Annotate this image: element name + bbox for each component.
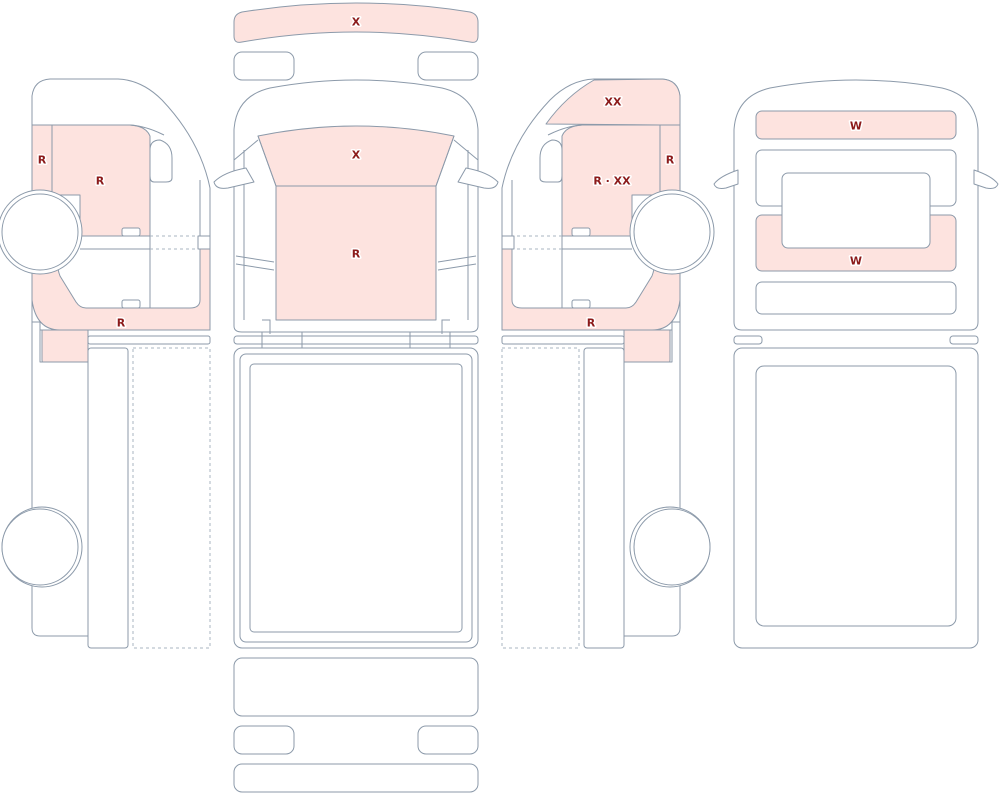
left-rear-wheel[interactable] bbox=[1, 508, 79, 586]
front-right-mirror[interactable] bbox=[457, 167, 499, 189]
right-sill-strip[interactable] bbox=[501, 335, 625, 345]
left-lower-panel-label: R bbox=[117, 317, 126, 330]
right-step-handle[interactable] bbox=[571, 299, 591, 309]
rear-right-mirror[interactable] bbox=[973, 169, 999, 189]
left-lower-panel[interactable] bbox=[31, 248, 211, 331]
right-front-fender-label: R bbox=[666, 154, 675, 167]
left-front-door-label: R bbox=[96, 175, 105, 188]
rear-left-mirror[interactable] bbox=[713, 169, 739, 189]
right-rear-pillar[interactable] bbox=[583, 347, 625, 649]
left-step-handle[interactable] bbox=[121, 299, 141, 309]
rear-bumper[interactable] bbox=[233, 657, 479, 717]
roof-panel-label: X bbox=[352, 16, 361, 29]
right-door-handle[interactable] bbox=[571, 227, 591, 237]
center-floor bbox=[233, 347, 479, 793]
floor-inner[interactable] bbox=[249, 363, 463, 633]
rear-bumper-panel[interactable] bbox=[755, 281, 957, 315]
front-left-mirror[interactable] bbox=[213, 167, 255, 189]
rear-step[interactable] bbox=[233, 763, 479, 793]
hood-lower[interactable] bbox=[275, 185, 437, 321]
roof-panel[interactable] bbox=[233, 2, 479, 43]
right-rear-door-ghost bbox=[501, 347, 580, 649]
left-rear-pillar[interactable] bbox=[87, 347, 129, 649]
left-front-wheel[interactable] bbox=[1, 193, 79, 271]
left-mirror-top[interactable] bbox=[233, 51, 295, 81]
front-view: X R bbox=[213, 79, 499, 348]
right-body-outline[interactable] bbox=[623, 321, 681, 637]
rear-left-hinge bbox=[733, 335, 763, 345]
left-sill-strip[interactable] bbox=[87, 335, 211, 345]
right-front-wheel[interactable] bbox=[633, 193, 711, 271]
right-lower-panel[interactable] bbox=[501, 248, 681, 331]
rear-right-hinge bbox=[949, 335, 979, 345]
left-door-handle[interactable] bbox=[121, 227, 141, 237]
right-rear-wheel[interactable] bbox=[633, 508, 711, 586]
left-front-fender-label: R bbox=[38, 154, 47, 167]
rear-license-plate[interactable] bbox=[781, 172, 931, 249]
windshield-upper-label: X bbox=[352, 149, 361, 162]
rear-door-panel[interactable] bbox=[755, 365, 957, 627]
front-bumper-strip[interactable] bbox=[233, 335, 479, 345]
right-rocker-panel[interactable] bbox=[623, 329, 671, 365]
right-side-view: XX R R · XX R bbox=[501, 78, 715, 649]
right-side-mirror[interactable] bbox=[539, 139, 563, 183]
rear-view: W W bbox=[713, 79, 999, 649]
left-body-outline[interactable] bbox=[31, 321, 89, 637]
right-upper-corner[interactable] bbox=[545, 78, 681, 126]
right-lower-panel-label: R bbox=[587, 317, 596, 330]
right-front-door-label: R · XX bbox=[593, 175, 631, 188]
right-mirror-bottom[interactable] bbox=[417, 725, 479, 755]
right-mirror-top[interactable] bbox=[417, 51, 479, 81]
left-rocker-panel[interactable] bbox=[41, 329, 89, 365]
left-side-mirror[interactable] bbox=[149, 139, 173, 183]
hood-lower-label: R bbox=[352, 248, 361, 261]
left-side-view: R R R bbox=[0, 78, 211, 649]
rear-window-upper-label: W bbox=[850, 120, 862, 133]
roof-front-strip: X bbox=[233, 2, 479, 81]
left-rear-door-ghost bbox=[132, 347, 211, 649]
right-upper-corner-label: XX bbox=[605, 96, 622, 109]
rear-window-lower-label: W bbox=[850, 255, 862, 268]
rear-window-upper[interactable] bbox=[755, 110, 957, 140]
left-mirror-bottom[interactable] bbox=[233, 725, 295, 755]
